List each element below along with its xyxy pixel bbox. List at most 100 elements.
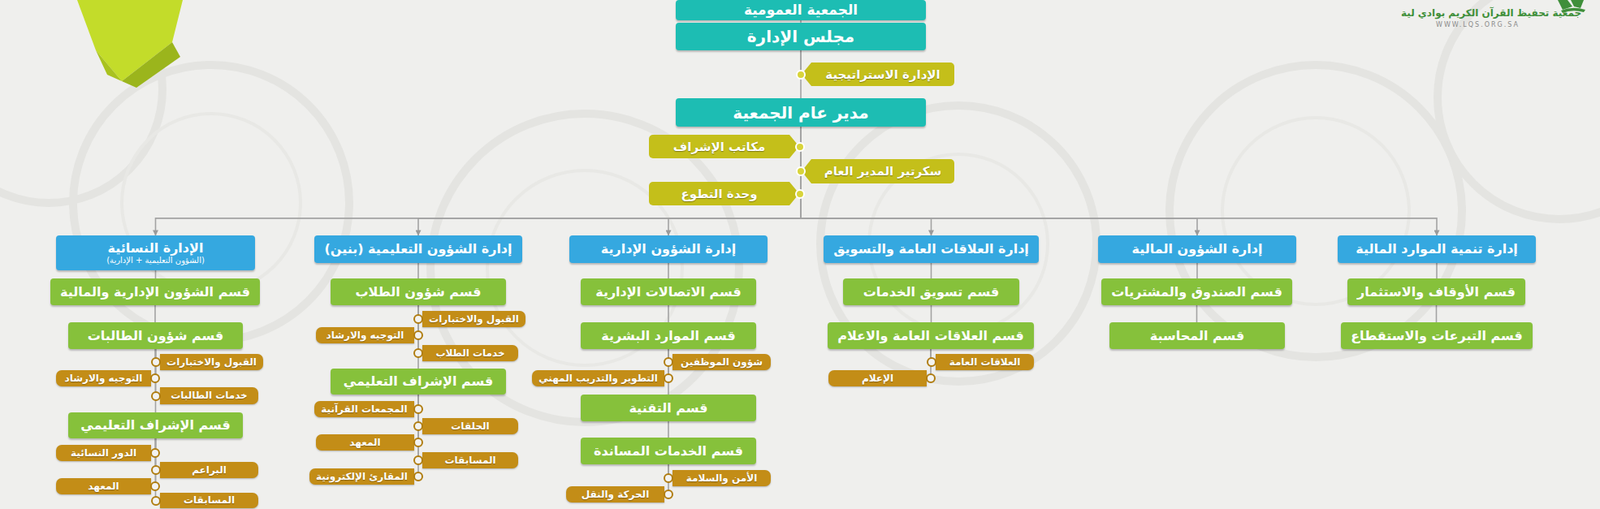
connector-line (155, 270, 157, 279)
section-box: قسم الإشراف التعليمي (330, 368, 506, 395)
node-text: إدارة الشؤون المالية (1132, 241, 1263, 257)
unit-tag: خدمات الطالبات (160, 387, 259, 405)
unit-tag: الإعلام (828, 370, 927, 387)
connector-line (1435, 305, 1438, 323)
node-text: خدمات الطالبات (170, 389, 248, 402)
node-text: مجلس الإدارة (747, 26, 855, 47)
ribbon (77, 0, 183, 88)
governance-box: مدير عام الجمعية (675, 98, 926, 127)
node-text: الدور النسائية (70, 447, 137, 459)
node-text: البراعم (191, 464, 227, 476)
node-text: قسم التقنية (628, 400, 708, 416)
node-text: قسم شؤون الطلاب (354, 284, 481, 300)
connector-line (418, 126, 801, 236)
section-box: قسم الإشراف التعليمي (68, 412, 243, 439)
node-text: إدارة العلاقات العامة والتسويق (833, 241, 1030, 257)
node-text: قسم التبرعات والاستقطاع (1350, 328, 1523, 344)
staff-tag: سكرتير المدير العام (811, 159, 955, 184)
section-box: قسم المحاسبة (1109, 322, 1285, 350)
connector-line (667, 305, 670, 323)
node-text: إدارة تنمية الموارد المالية (1355, 241, 1518, 257)
node-text: قسم العلاقات العامة والاعلام (837, 328, 1025, 344)
connector-line (1196, 305, 1198, 323)
department-box: إدارة الشؤون الإدارية (569, 235, 768, 264)
unit-tag: خدمات الطلاب (422, 345, 519, 362)
node-text: التطوير والتدريب المهني (538, 372, 658, 385)
unit-tag: القبول والاختبارات (422, 311, 526, 328)
unit-tag: الحركة والنقل (566, 486, 665, 503)
node-text: مكاتب الإشراف (673, 139, 766, 155)
connector-line (1435, 263, 1438, 279)
section-box: قسم التبرعات والاستقطاع (1340, 322, 1533, 350)
connector-line (155, 126, 802, 236)
unit-tag: المسابقات (422, 452, 519, 469)
website-url: WWW.LQS.ORG.SA (1435, 21, 1520, 29)
node-text: قسم الموارد البشرية (601, 328, 736, 344)
node-text: قسم الخدمات المساندة (593, 443, 744, 459)
connector-line (667, 421, 670, 438)
node-text: الحركة والنقل (581, 488, 650, 501)
department-box: إدارة الشؤون التعليمية (بنين) (314, 235, 523, 264)
governance-box: مجلس الإدارة (675, 22, 926, 51)
connector-line (800, 126, 1198, 236)
connector-line (789, 126, 801, 195)
unit-tag: البراعم (160, 462, 259, 479)
node-text: العلاقات العامة (949, 356, 1021, 368)
node-text: المعهد (87, 480, 119, 493)
section-box: قسم الشؤون الإدارية والمالية (50, 278, 260, 306)
connector-line (1196, 263, 1198, 279)
node-text: خدمات الطلاب (435, 347, 505, 359)
connector-line (667, 349, 670, 395)
unit-tag: المجمعات القرآنية (314, 401, 415, 418)
node-text: قسم المحاسبة (1150, 328, 1246, 344)
unit-tag: الأمن والسلامة (672, 470, 771, 487)
connector-line (930, 305, 933, 323)
node-text: سكرتير المدير العام (824, 164, 943, 179)
section-box: قسم تسويق الخدمات (843, 278, 1020, 306)
ornament (0, 0, 1600, 423)
section-box: قسم التقنية (580, 394, 757, 422)
node-text: القبول والاختبارات (166, 356, 257, 368)
node-text: قسم الإشراف التعليمي (80, 417, 231, 433)
node-text: إدارة الشؤون الإدارية (601, 241, 736, 257)
unit-tag: التطوير والتدريب المهني (531, 370, 665, 387)
node-text: الإدارة النسائية (108, 240, 204, 256)
section-box: قسم الصندوق والمشتريات (1101, 278, 1293, 306)
node-text: المسابقات (183, 494, 235, 506)
unit-tag: المسابقات (160, 492, 259, 509)
node-text: مدير عام الجمعية (732, 103, 869, 123)
section-box: قسم الاتصالات الإدارية (580, 278, 757, 306)
staff-tag: مكاتب الإشراف (648, 134, 790, 159)
department-box: الإدارة النسائية(الشؤون التعليمية + الإد… (56, 235, 256, 271)
node-text: القبول والاختبارات (428, 313, 519, 325)
department-box: إدارة تنمية الموارد المالية (1337, 235, 1536, 264)
connector-line (154, 305, 156, 323)
node-text: المعهد (349, 436, 381, 449)
unit-tag: الدور النسائية (56, 445, 152, 462)
node-text: قسم الصندوق والمشتريات (1111, 284, 1283, 300)
unit-tag: المعهد (56, 478, 152, 495)
section-box: قسم الأوقاف والاستثمار (1347, 278, 1526, 306)
unit-tag: شؤون الموظفين (672, 354, 771, 371)
node-text: الإدارة الاستراتيجية (825, 67, 940, 83)
node-text: قسم الشؤون الإدارية والمالية (60, 284, 251, 300)
connector-line (930, 263, 933, 279)
node-text: الحلقات (450, 420, 489, 433)
node-text: المقارئ الإلكترونية (315, 471, 408, 483)
node-text: الجمعية العمومية (743, 1, 858, 18)
section-box: قسم الموارد البشرية (580, 322, 757, 350)
node-text: قسم الإشراف التعليمي (343, 373, 494, 390)
node-text: قسم تسويق الخدمات (863, 284, 999, 300)
node-text: التوجيه والارشاد (326, 329, 405, 342)
connector-line (417, 263, 420, 279)
unit-tag: القبول والاختبارات (160, 354, 264, 371)
unit-tag: التوجيه والارشاد (315, 327, 415, 344)
connector-line (800, 126, 1437, 236)
node-text: الأمن والسلامة (686, 472, 758, 485)
node-text: (الشؤون التعليمية + الإدارية) (106, 255, 205, 266)
connector-line (667, 263, 670, 279)
node-text: وحدة التطوع (680, 186, 757, 202)
section-box: قسم الخدمات المساندة (580, 437, 757, 465)
node-text: قسم الاتصالات الإدارية (595, 284, 742, 300)
